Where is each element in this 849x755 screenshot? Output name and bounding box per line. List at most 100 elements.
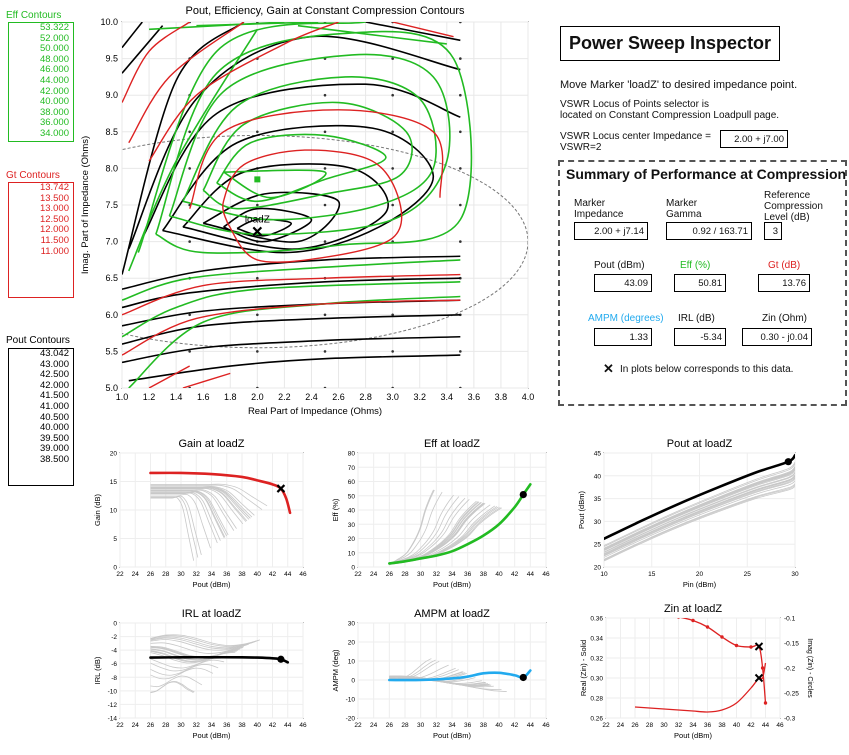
vswr-center-field[interactable]: 2.00 + j7.00 bbox=[720, 130, 788, 148]
irl-label: IRL (dB) bbox=[678, 313, 715, 324]
pout-grey-trace bbox=[604, 484, 795, 561]
ampm-xtick-label: 22 bbox=[354, 722, 362, 729]
gain-xtick-label: 40 bbox=[254, 571, 262, 578]
irl-xtick-label: 42 bbox=[269, 722, 277, 729]
eff-legend-value: 42.000 bbox=[39, 85, 69, 97]
grid-point bbox=[391, 167, 394, 170]
pout-field[interactable]: 43.09 bbox=[594, 274, 652, 292]
zin-title: Zin at loadZ bbox=[664, 603, 722, 615]
zin-imag-point bbox=[677, 618, 680, 619]
contour-ytick-label: 7.0 bbox=[105, 237, 118, 247]
vswr-note-2: located on Constant Compression Loadpull… bbox=[560, 110, 780, 121]
eff-legend-value: 38.000 bbox=[39, 106, 69, 118]
ampm-xtick-label: 38 bbox=[480, 722, 488, 729]
eff-contour bbox=[168, 53, 451, 236]
eff-contour bbox=[128, 28, 259, 272]
grid-point bbox=[323, 350, 327, 353]
gt-contour bbox=[122, 299, 461, 356]
pout-ytick-label: 40 bbox=[594, 473, 602, 480]
pout-ylabel: Pout (dBm) bbox=[577, 491, 586, 529]
eff-legend-value: 40.000 bbox=[39, 96, 69, 108]
gt-contour bbox=[222, 149, 403, 263]
contour-title: Pout, Efficiency, Gain at Constant Compr… bbox=[185, 5, 465, 17]
grid-point bbox=[391, 313, 394, 317]
contour-xtick-label: 3.0 bbox=[386, 392, 399, 402]
gain-grey-trace bbox=[150, 492, 221, 541]
eff-ytick-label: 80 bbox=[348, 451, 356, 458]
gain-grey-trace bbox=[150, 483, 268, 507]
irl-marker bbox=[277, 655, 285, 663]
pout-contour bbox=[182, 163, 389, 250]
eff-contour bbox=[297, 24, 447, 45]
eff-ytick-label: 50 bbox=[348, 493, 356, 500]
contour-ytick-label: 9.5 bbox=[105, 54, 118, 64]
pout-legend-value: 43.000 bbox=[39, 358, 69, 370]
irl-xtick-label: 40 bbox=[254, 722, 262, 729]
pout-grey-trace bbox=[604, 472, 795, 553]
irl-field[interactable]: -5.34 bbox=[674, 328, 726, 346]
gain-xtick-label: 36 bbox=[223, 571, 231, 578]
ampm-ylabel: AMPM (deg) bbox=[331, 649, 340, 692]
gain-grey-trace bbox=[150, 496, 195, 561]
gain-xtick-label: 38 bbox=[238, 571, 246, 578]
zin-xtick-label: 42 bbox=[747, 722, 755, 729]
contour-xtick-label: 4.0 bbox=[522, 392, 535, 402]
contour-ytick-label: 5.0 bbox=[105, 383, 118, 393]
grid-point bbox=[188, 386, 191, 388]
eff-xtick-label: 28 bbox=[401, 571, 409, 578]
eff-ytick-label: 20 bbox=[348, 536, 356, 543]
pout-ytick-label: 25 bbox=[594, 542, 602, 549]
gt-contour bbox=[182, 372, 231, 388]
ampm-ytick-label: -10 bbox=[346, 697, 356, 704]
irl-series-group bbox=[149, 634, 290, 694]
zin-field[interactable]: 0.30 - j0.04 bbox=[742, 328, 812, 346]
ampm-field[interactable]: 1.33 bbox=[594, 328, 652, 346]
contour-ytick-label: 8.0 bbox=[105, 163, 118, 173]
pout-xlabel: Pin (dBm) bbox=[683, 580, 717, 589]
contour-xtick-label: 1.2 bbox=[143, 392, 156, 402]
eff-field[interactable]: 50.81 bbox=[674, 274, 726, 292]
eff-contour bbox=[155, 30, 473, 254]
grid-point bbox=[459, 350, 462, 353]
contour-xtick-label: 1.8 bbox=[224, 392, 237, 402]
pout-contour bbox=[223, 207, 313, 243]
gt-field[interactable]: 13.76 bbox=[758, 274, 810, 292]
eff-contour bbox=[182, 76, 437, 221]
gain-grey-trace bbox=[150, 489, 235, 531]
grid-point bbox=[459, 130, 462, 134]
irl-xlabel: Pout (dBm) bbox=[193, 731, 231, 740]
irl-xtick-label: 22 bbox=[116, 722, 124, 729]
marker-gamma-field[interactable]: 0.92 / 163.71 bbox=[666, 222, 752, 240]
zin-xtick-label: 38 bbox=[718, 722, 726, 729]
ampm-xtick-label: 44 bbox=[527, 722, 535, 729]
eff-legend-value: 36.000 bbox=[39, 117, 69, 129]
zin-ylabel-right: Imag (Zin) - Circles bbox=[806, 638, 813, 698]
pout-legend-value: 39.500 bbox=[39, 432, 69, 444]
ampm-xtick-label: 24 bbox=[370, 722, 378, 729]
gain-xtick-label: 46 bbox=[299, 571, 307, 578]
zin-imag-point bbox=[648, 612, 651, 615]
marker-impedance-field[interactable]: 2.00 + j7.14 bbox=[574, 222, 648, 240]
pout-label: Pout (dBm) bbox=[594, 260, 645, 271]
loadz-marker bbox=[252, 226, 263, 237]
pout-series-group bbox=[604, 453, 795, 562]
zin-y2tick-label: -0.2 bbox=[784, 666, 796, 673]
eff-contour bbox=[202, 101, 413, 210]
vswr-center-label-2: VSWR=2 bbox=[560, 142, 602, 153]
gain-title: Gain at loadZ bbox=[178, 438, 244, 450]
ref-comp-field[interactable]: 3 bbox=[764, 222, 782, 240]
loadz-marker-label: loadZ bbox=[245, 214, 270, 225]
pout-xtick-label: 20 bbox=[696, 571, 704, 578]
eff-legend-value: 48.000 bbox=[39, 53, 69, 65]
irl-grey-trace bbox=[150, 675, 203, 688]
gt-legend-value: 13.500 bbox=[39, 192, 69, 204]
gain-grey-trace bbox=[150, 487, 247, 522]
eff-contour bbox=[223, 169, 327, 199]
irl-xtick-label: 44 bbox=[284, 722, 292, 729]
ampm-ytick-label: 20 bbox=[348, 640, 356, 647]
gain-xtick-label: 34 bbox=[208, 571, 216, 578]
ampm-xtick-label: 28 bbox=[401, 722, 409, 729]
ampm-xtick-label: 26 bbox=[386, 722, 394, 729]
